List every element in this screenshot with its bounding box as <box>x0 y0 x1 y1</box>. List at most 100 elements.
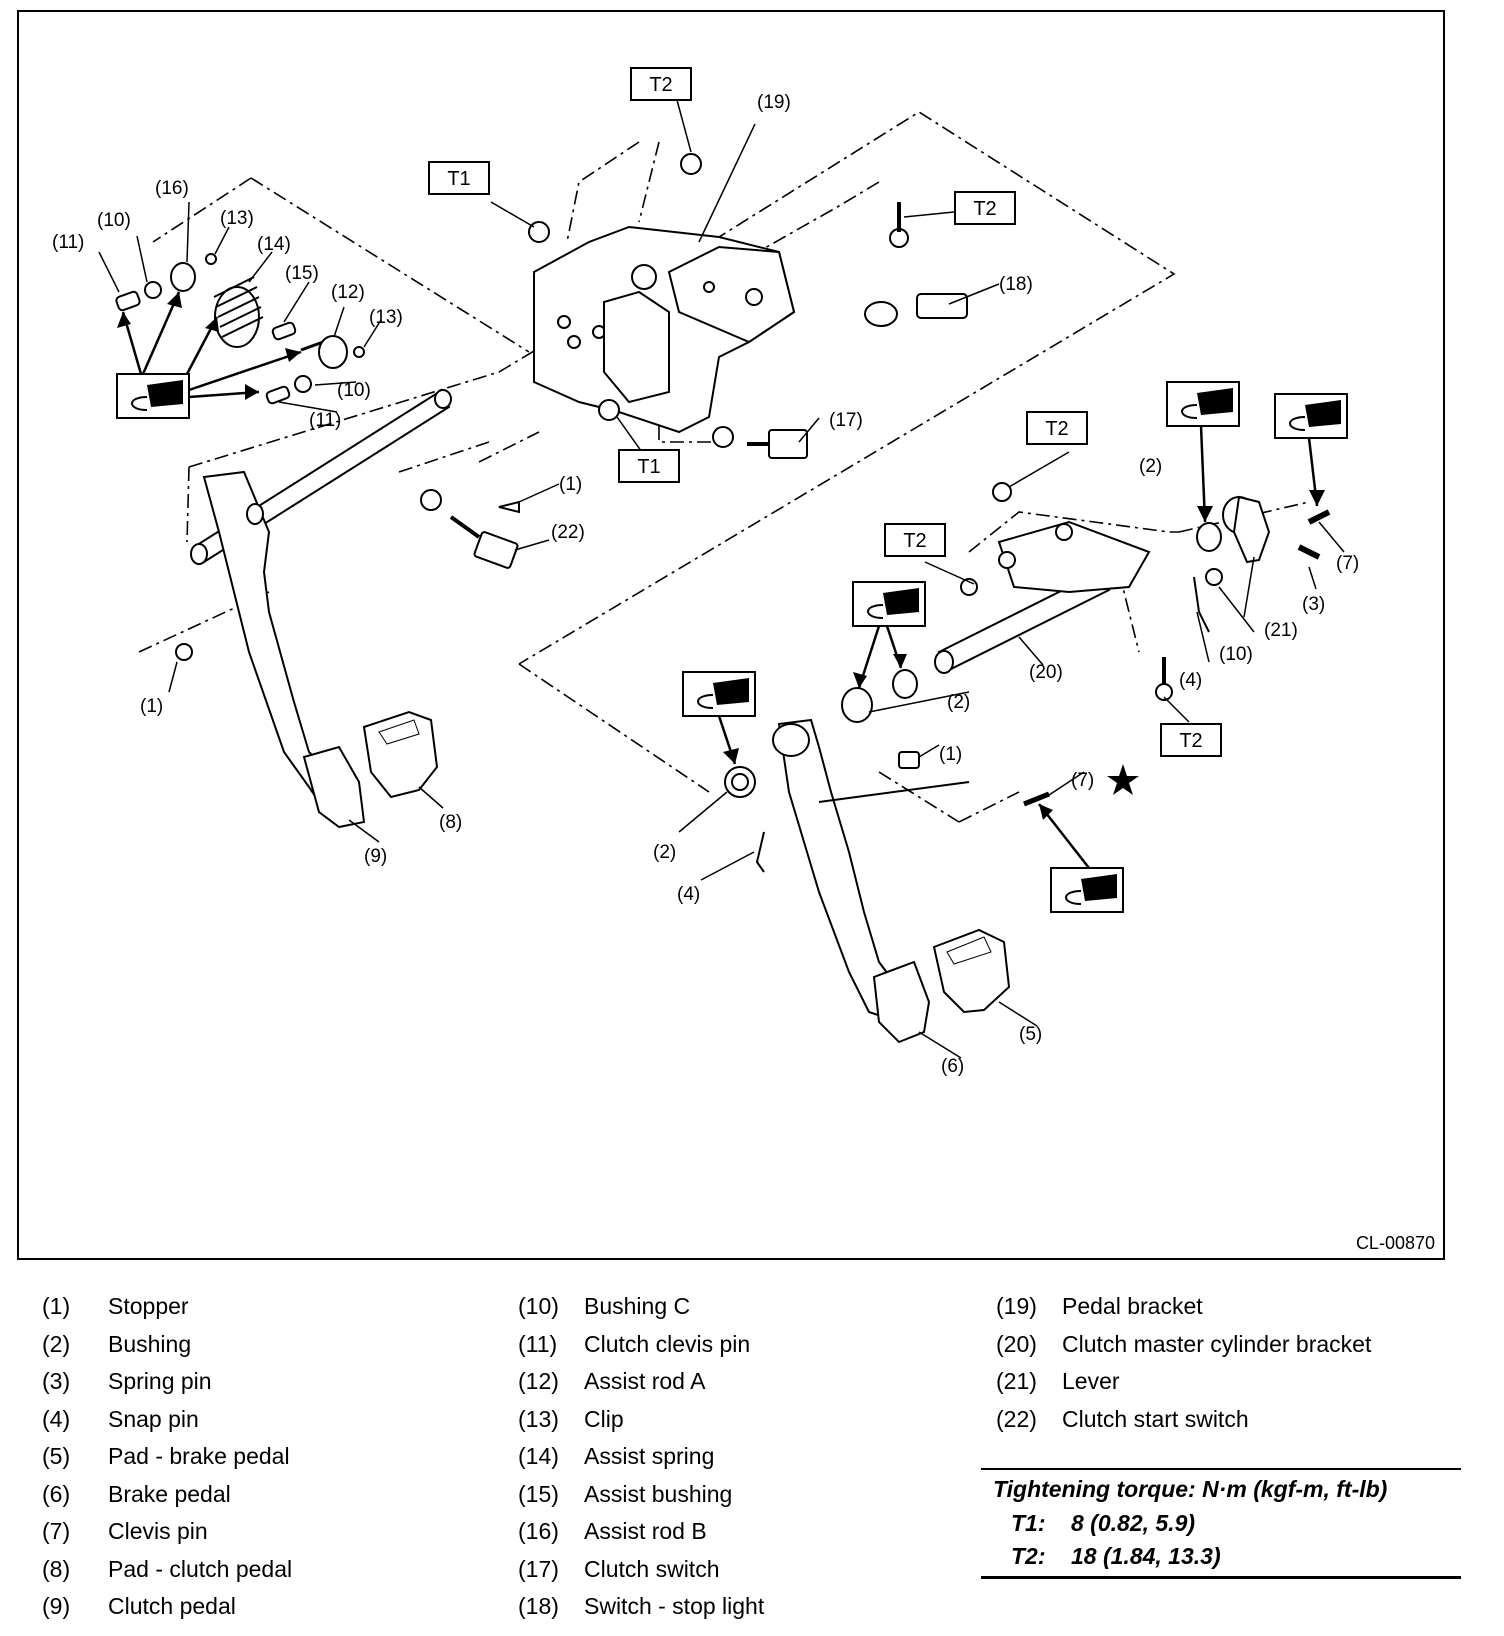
pad-brake-pedal-5 <box>932 928 1011 1014</box>
tightening-torque-table: Tightening torque: N·m (kgf-m, ft-lb) T1… <box>981 1468 1461 1579</box>
t2-tag-label: T2 <box>973 198 996 220</box>
callout-13: (13) <box>220 208 254 229</box>
assist-spring-14 <box>213 276 264 348</box>
legend-item-name: Pad - clutch pedal <box>108 1555 293 1582</box>
callout-16: (16) <box>155 178 189 199</box>
parts-legend-column-2: (10)Bushing C(11)Clutch clevis pin (12) As… <box>518 1288 764 1626</box>
callout-1: (1) <box>559 474 582 495</box>
legend-item-name: Clevis pin <box>108 1518 208 1544</box>
legend-item-number: (16) <box>518 1518 559 1544</box>
torque-key: T2: <box>1011 1543 1046 1569</box>
legend-item-number: (9) <box>42 1593 71 1619</box>
callout-5: (5) <box>1019 1024 1042 1045</box>
legend-item-number: (21) <box>996 1368 1037 1394</box>
torque-row: T2: 18 (1.84, 13.3) <box>981 1540 1461 1576</box>
t2-tag <box>1160 723 1222 757</box>
legend-item: (6) Brake pedal <box>42 1476 292 1514</box>
callout-14: (14) <box>257 234 291 255</box>
legend-item: (22)Clutch start switch <box>996 1401 1371 1439</box>
legend-item: (5) Pad - brake pedal <box>42 1438 292 1476</box>
callout-1: (1) <box>939 744 962 765</box>
legend-item-number: (4) <box>42 1405 71 1432</box>
legend-item-name: Snap pin <box>108 1405 199 1432</box>
legend-item-name: Clutch master cylinder bracket <box>1062 1330 1372 1357</box>
arrowheads <box>117 292 1325 820</box>
legend-item: (12) Assist rod A <box>518 1363 764 1401</box>
legend-item: (4) Snap pin <box>42 1401 292 1439</box>
legend-item-name: Pad - brake pedal <box>108 1443 290 1469</box>
legend-item-name: Assist rod B <box>584 1518 707 1544</box>
torque-row: T1: 8 (0.82, 5.9) <box>981 1507 1461 1540</box>
callout-20: (20) <box>1029 662 1063 683</box>
pedal-assembly-diagram: T2 T1 T2 T1 T2 T2 T2 (19) (18) (17) (1) … <box>52 67 1359 1077</box>
legend-item: (2)Bushing <box>42 1326 292 1364</box>
small-hardware <box>115 153 1331 873</box>
callout-2: (2) <box>1139 456 1162 477</box>
pad-clutch-pedal-8 <box>362 710 439 799</box>
torque-tags <box>428 67 1222 757</box>
legend-item: (11)Clutch clevis pin <box>518 1326 764 1364</box>
legend-item-name: Bushing C <box>584 1293 691 1319</box>
callout-10: (10) <box>337 380 371 401</box>
callout-7: (7) <box>1336 553 1359 574</box>
callout-2: (2) <box>947 692 970 713</box>
legend-item-number: (3) <box>42 1368 71 1394</box>
legend-item-number: (8) <box>42 1555 71 1582</box>
legend-item-name: Brake pedal <box>108 1480 231 1507</box>
legend-item-number: (14) <box>518 1443 559 1469</box>
legend-item: (8) Pad - clutch pedal <box>42 1551 292 1589</box>
t2-tag <box>1026 411 1088 445</box>
legend-item-number: (13) <box>518 1405 559 1432</box>
callout-2: (2) <box>653 842 676 863</box>
callout-8: (8) <box>439 812 462 833</box>
exploded-view-figure: T2 T1 T2 T1 T2 T2 T2 (19) (18) (17) (1) … <box>17 10 1445 1260</box>
callout-10: (10) <box>97 210 131 231</box>
callout-7: (7) <box>1071 770 1094 791</box>
legend-item: (20)Clutch master cylinder bracket <box>996 1326 1371 1364</box>
callout-11: (11) <box>52 232 84 253</box>
callout-leaders <box>98 99 1345 1059</box>
legend-item: (13)Clip <box>518 1401 764 1439</box>
legend-item-name: Pedal bracket <box>1062 1293 1203 1319</box>
legend-item-name: Spring pin <box>108 1368 212 1394</box>
legend-item-number: (6) <box>42 1480 71 1507</box>
t1-tag <box>618 449 680 483</box>
legend-item: (18)Switch - stop light <box>518 1588 764 1626</box>
legend-item: (16) Assist rod B <box>518 1513 764 1551</box>
t2-tag-label: T2 <box>1045 418 1068 440</box>
t1-tag-label: T1 <box>637 456 660 478</box>
parts-legend-column-1: (1)Stopper(2)Bushing (3) Spring pin (4) Snap… <box>42 1288 292 1626</box>
legend-item-name: Switch - stop light <box>584 1593 765 1619</box>
callout-12: (12) <box>331 282 365 303</box>
legend-item-number: (5) <box>42 1443 71 1469</box>
callout-4: (4) <box>677 884 700 905</box>
legend-item-number: (12) <box>518 1368 559 1394</box>
callout-15: (15) <box>285 263 319 284</box>
legend-item: (10)Bushing C <box>518 1288 764 1326</box>
t2-tag-label: T2 <box>649 74 672 96</box>
t2-tag <box>630 67 692 101</box>
legend-item-number: (7) <box>42 1518 71 1544</box>
callout-21: (21) <box>1264 620 1298 641</box>
legend-item-number: (17) <box>518 1555 559 1582</box>
callout-19: (19) <box>757 92 791 113</box>
clutch-master-cylinder-bracket-20 <box>934 520 1151 674</box>
t2-tag-label: T2 <box>1179 730 1202 752</box>
legend-item-number: (22) <box>996 1405 1037 1432</box>
legend-item: (14) Assist spring <box>518 1438 764 1476</box>
callout-18: (18) <box>999 274 1033 295</box>
callout-10: (10) <box>1219 644 1253 665</box>
t2-tag-label: T2 <box>903 530 926 552</box>
callout-9: (9) <box>364 846 387 867</box>
legend-item-number: (19) <box>996 1293 1037 1319</box>
legend-item-name: Assist spring <box>584 1443 715 1469</box>
torque-table-heading: Tightening torque: N·m (kgf-m, ft-lb) <box>993 1476 1388 1502</box>
legend-item-number: (2) <box>42 1330 71 1357</box>
legend-item: (1)Stopper <box>42 1288 292 1326</box>
legend-item-number: (15) <box>518 1480 559 1507</box>
figure-id: CL-00870 <box>1355 1233 1435 1253</box>
grease-icon-fills <box>147 380 1341 901</box>
t2-tag <box>884 523 946 557</box>
legend-item-name: Assist bushing <box>584 1480 733 1507</box>
legend-item-name: Assist rod A <box>584 1368 706 1394</box>
